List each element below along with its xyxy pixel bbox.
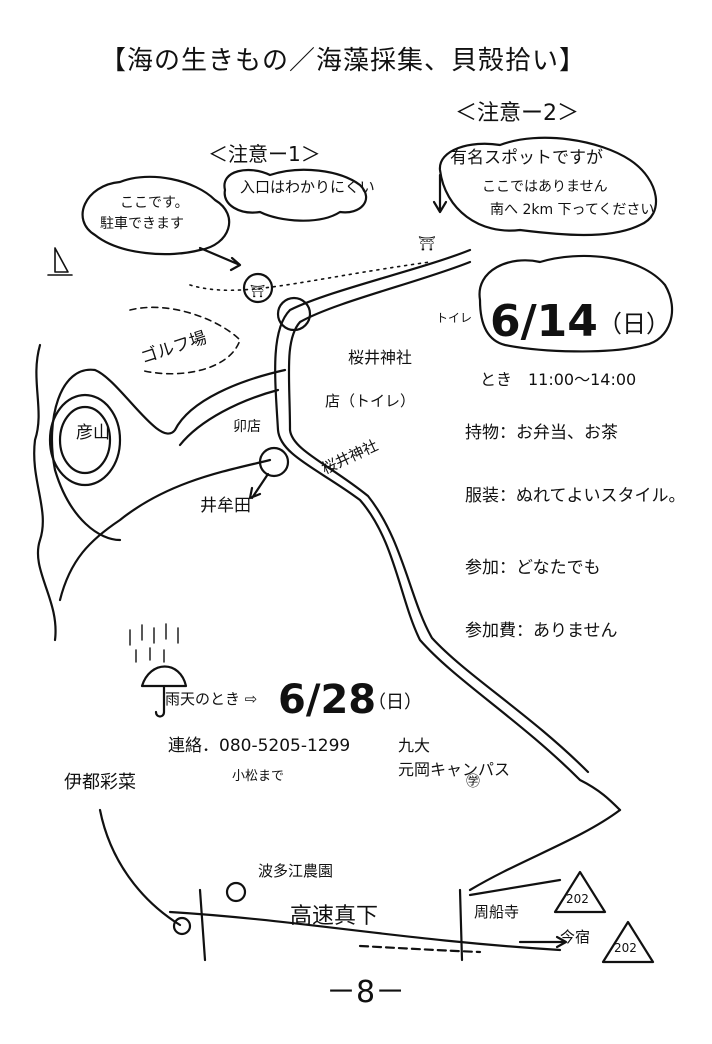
route-202-triangle-b [601, 920, 655, 964]
main-road-inner [287, 260, 590, 774]
parking-line2: 駐車できます [100, 216, 184, 232]
note1-title: ＜注意ー1＞ [208, 142, 321, 166]
event-date: 6/14 [490, 296, 598, 347]
farm-mark [225, 881, 247, 903]
mountain-label: 彦山 [76, 423, 110, 443]
event-participation: 参加：どなたでも [465, 558, 601, 578]
university-label1: 九大 [398, 736, 431, 755]
dotted-path [189, 261, 431, 292]
imajuku-label: 今宿 [560, 928, 591, 946]
note2-arrow [432, 173, 448, 214]
toilet-label: トイレ [436, 311, 473, 325]
cross-road-3 [468, 878, 562, 897]
umbrella [140, 665, 188, 718]
expressway-dash [358, 944, 482, 954]
shrine1-label: 桜井神社 [348, 348, 413, 367]
rain-day: （日） [368, 692, 422, 713]
page-title: 【海の生きもの／海藻採集、貝殻拾い】 [100, 46, 587, 76]
university-mark: ㊫ [466, 774, 480, 790]
cross-road-2 [458, 888, 464, 962]
note2-title: ＜注意ー2＞ [455, 101, 579, 126]
note1-bubble [223, 168, 368, 222]
event-day: （日） [598, 310, 670, 338]
page-number: －8－ [326, 975, 406, 1010]
shufuku-label: 周船寺 [474, 903, 520, 921]
event-clothing: 服装：ぬれてよいスタイル。 [465, 486, 686, 506]
cross-road-1 [198, 888, 207, 962]
mountain-contour-2 [58, 405, 112, 475]
parking-arrow [198, 246, 242, 272]
parking-bubble [81, 175, 231, 256]
imuta-label: 井牟田 [200, 496, 251, 516]
sailboat [47, 247, 73, 276]
bottom-road [468, 808, 622, 892]
note2-line2: ここではありません [482, 179, 608, 195]
route-202-triangle-a [553, 870, 607, 914]
parking-line1: ここです。 [120, 195, 189, 211]
junction-2 [258, 446, 290, 478]
note1-text: 入口はわかりにくい [240, 178, 375, 196]
shop-toilet-label: 店（トイレ） [325, 392, 416, 410]
contact-line2: 小松まで [232, 769, 285, 784]
farm-label: 波多江農園 [258, 862, 334, 880]
event-fee: 参加費：ありません [465, 621, 618, 641]
junction-1 [276, 296, 312, 332]
imuta-arrow [248, 472, 270, 500]
note2-line1: 有名スポットですが [450, 148, 603, 168]
university-label2: 元岡キャンパス [398, 760, 511, 779]
route-202-label-a: 202 [566, 892, 589, 906]
rain [129, 623, 179, 663]
shrine-mark-2: ⛩ [250, 284, 265, 298]
note2-line3: 南へ 2km 下ってください [490, 202, 655, 218]
loop-road-2 [178, 388, 280, 447]
note2-bubble [438, 136, 658, 237]
event-bubble [478, 254, 674, 353]
parking-circle [242, 272, 274, 304]
coastline [33, 343, 57, 642]
route-202-label-b: 202 [614, 941, 637, 955]
left-line [98, 808, 182, 927]
rain-label: 雨天のとき ⇨ [165, 690, 258, 708]
shrine-mark-1: ⛩ [418, 236, 436, 252]
main-road [274, 248, 622, 812]
rain-date: 6/28 [278, 677, 377, 723]
golf-boundary [129, 306, 241, 375]
imajuku-arrow [518, 935, 568, 949]
contact-line1: 連絡．080-5205-1299 [168, 736, 351, 756]
mountain-contour-1 [48, 393, 122, 487]
itosaisai-mark [172, 916, 192, 936]
shop-label: 卯店 [233, 419, 261, 435]
event-time: とき 11:00～14:00 [480, 370, 637, 389]
itosaisai-label: 伊都彩菜 [64, 772, 136, 793]
expressway-label: 高速真下 [290, 904, 379, 929]
loop-road [50, 368, 287, 542]
event-belongings: 持物：お弁当、お茶 [465, 423, 618, 443]
expressway-road [168, 910, 562, 952]
west-road [58, 458, 272, 602]
